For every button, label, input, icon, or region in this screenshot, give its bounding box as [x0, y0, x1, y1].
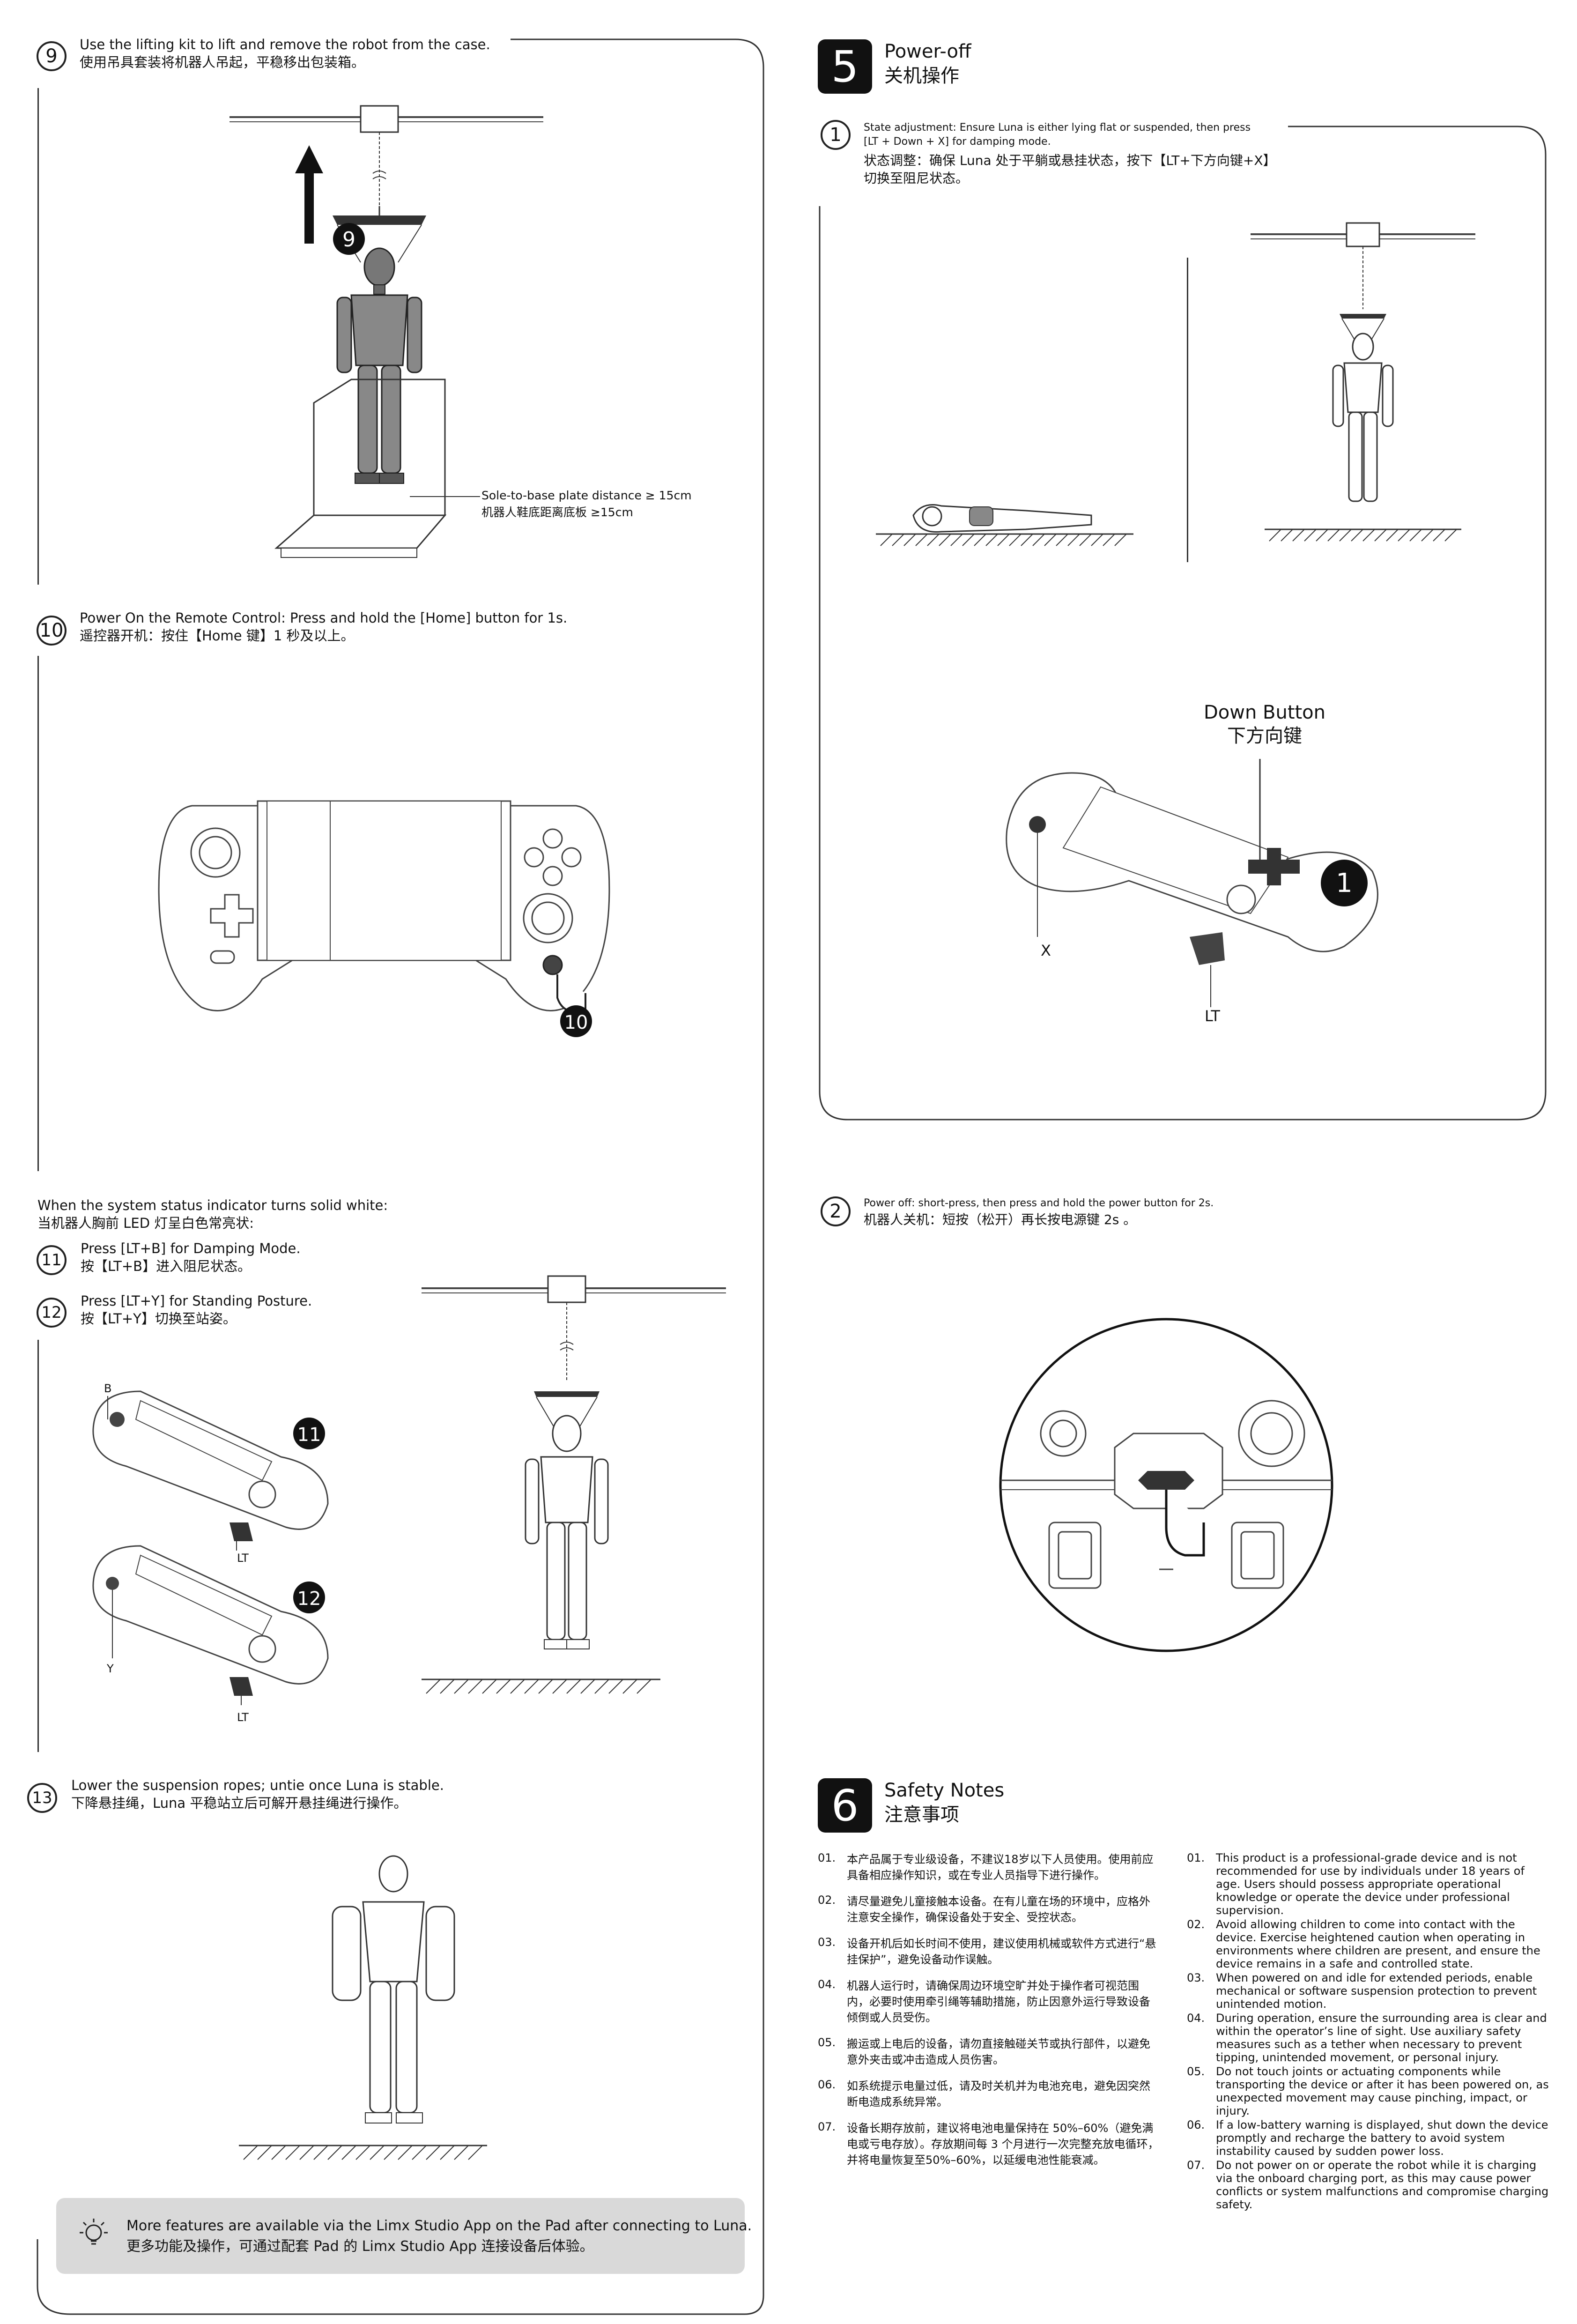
label-lt-12: LT	[237, 1711, 249, 1724]
section-5-step-2-number: 2	[821, 1196, 851, 1226]
step-11-number: 11	[37, 1245, 67, 1275]
section-5-badge: 5	[818, 39, 872, 94]
step-10-number: 10	[37, 616, 67, 646]
lightbulb-icon	[80, 2219, 108, 2245]
step-9-number: 9	[37, 41, 67, 71]
section-5-step-2-text: Power off: short-press, then press and h…	[864, 1197, 1214, 1227]
note-en: 02.Avoid allowing children to come into …	[1187, 1918, 1540, 1970]
tip-bar: More features are available via the Limx…	[56, 2198, 752, 2274]
note-en: 07.Do not power on or operate the robot …	[1187, 2159, 1549, 2211]
step-13-number: 13	[27, 1783, 57, 1813]
controller-lt-down-x-illustration: 1	[1006, 759, 1378, 1007]
svg-text:10: 10	[564, 1012, 588, 1033]
controller-lt-y-illustration: 12	[92, 1545, 329, 1705]
step-10-text: Power On the Remote Control: Press and h…	[80, 610, 568, 644]
section-5-step-1-number: 1	[821, 120, 851, 150]
step-12-number: 12	[37, 1298, 67, 1328]
svg-text:9: 9	[342, 228, 355, 252]
power-button-closeup-illustration	[999, 1318, 1333, 1652]
controller-lt-b-illustration: 11	[92, 1390, 329, 1551]
step-12-rule	[37, 1340, 39, 1752]
label-y: Y	[107, 1662, 114, 1675]
note-en: 03.When powered on and idle for extended…	[1187, 1971, 1537, 2011]
robot-standing-illustration	[239, 1855, 487, 2160]
svg-text:1: 1	[1336, 868, 1353, 898]
note-zh: 02.请尽量避免儿童接触本设备。在有儿童在场的环境中，应格外注意安全操作，确保设…	[818, 1893, 1150, 1924]
tip-text: More features are available via the Limx…	[126, 2218, 752, 2255]
step-13-text: Lower the suspension ropes; untie once L…	[71, 1777, 444, 1811]
section-6-title: Safety Notes 注意事项	[884, 1780, 1005, 1826]
note-en: 06.If a low-battery warning is displayed…	[1187, 2118, 1548, 2158]
step-10-rule	[37, 656, 39, 1171]
step-9-text: Use the lifting kit to lift and remove t…	[80, 37, 490, 70]
note-zh: 01.本产品属于专业级设备，不建议18岁以下人员使用。使用前应具备相应操作知识，…	[818, 1851, 1154, 1882]
section-5-title: Power-off 关机操作	[884, 41, 971, 87]
safety-notes-zh: 01.本产品属于专业级设备，不建议18岁以下人员使用。使用前应具备相应操作知识，…	[818, 1851, 1160, 2178]
section-6-badge: 6	[818, 1778, 872, 1833]
step-11-text: Press [LT+B] for Damping Mode. 按【LT+B】进入…	[81, 1240, 301, 1274]
remote-controller-illustration: 10	[158, 800, 610, 1037]
note-zh: 07.设备长期存放前，建议将电池电量保持在 50%–60%（避免满电或亏电存放）…	[818, 2120, 1159, 2167]
svg-text:11: 11	[297, 1424, 321, 1446]
robot-hanging-illustration	[1251, 222, 1475, 542]
note-en: 04.During operation, ensure the surround…	[1187, 2012, 1547, 2064]
section-5-step-1-text: State adjustment: Ensure Luna is either …	[864, 122, 1276, 186]
label-lt-11: LT	[237, 1552, 249, 1565]
safety-notes-en: 01.This product is a professional-grade …	[1187, 1851, 1552, 2212]
robot-lying-illustration	[876, 504, 1133, 546]
label-b: B	[104, 1382, 112, 1395]
note-zh: 04.机器人运行时，请确保周边环境空旷并处于操作者可视范围内，必要时使用牵引绳等…	[818, 1978, 1150, 2024]
robot-lift-illustration: 9	[230, 105, 543, 558]
step-9-note: Sole-to-base plate distance ≥ 15cm 机器人鞋底…	[481, 489, 692, 519]
note-zh: 03.设备开机后如长时间不使用，建议使用机械或软件方式进行“悬挂保护”，避免设备…	[818, 1936, 1156, 1966]
status-text: When the system status indicator turns s…	[37, 1197, 388, 1231]
label-lt-5: LT	[1205, 1007, 1220, 1025]
robot-suspended-standing-illustration	[422, 1275, 726, 1694]
step-12-text: Press [LT+Y] for Standing Posture. 按【LT+…	[81, 1293, 312, 1327]
note-zh: 05.搬运或上电后的设备，请勿直接触碰关节或执行部件，以避免意外夹击或冲击造成人…	[818, 2036, 1150, 2066]
svg-text:12: 12	[297, 1588, 321, 1610]
note-en: 05.Do not touch joints or actuating comp…	[1187, 2065, 1549, 2117]
section-5-divider	[1187, 258, 1188, 562]
label-x: X	[1041, 942, 1051, 959]
note-zh: 06.如系统提示电量过低，请及时关机并为电池充电，避免因突然断电造成系统异常。	[818, 2078, 1150, 2109]
step-9-rule	[37, 88, 39, 585]
down-button-label: Down Button 下方向键	[1203, 702, 1326, 747]
note-en: 01.This product is a professional-grade …	[1187, 1851, 1525, 1917]
